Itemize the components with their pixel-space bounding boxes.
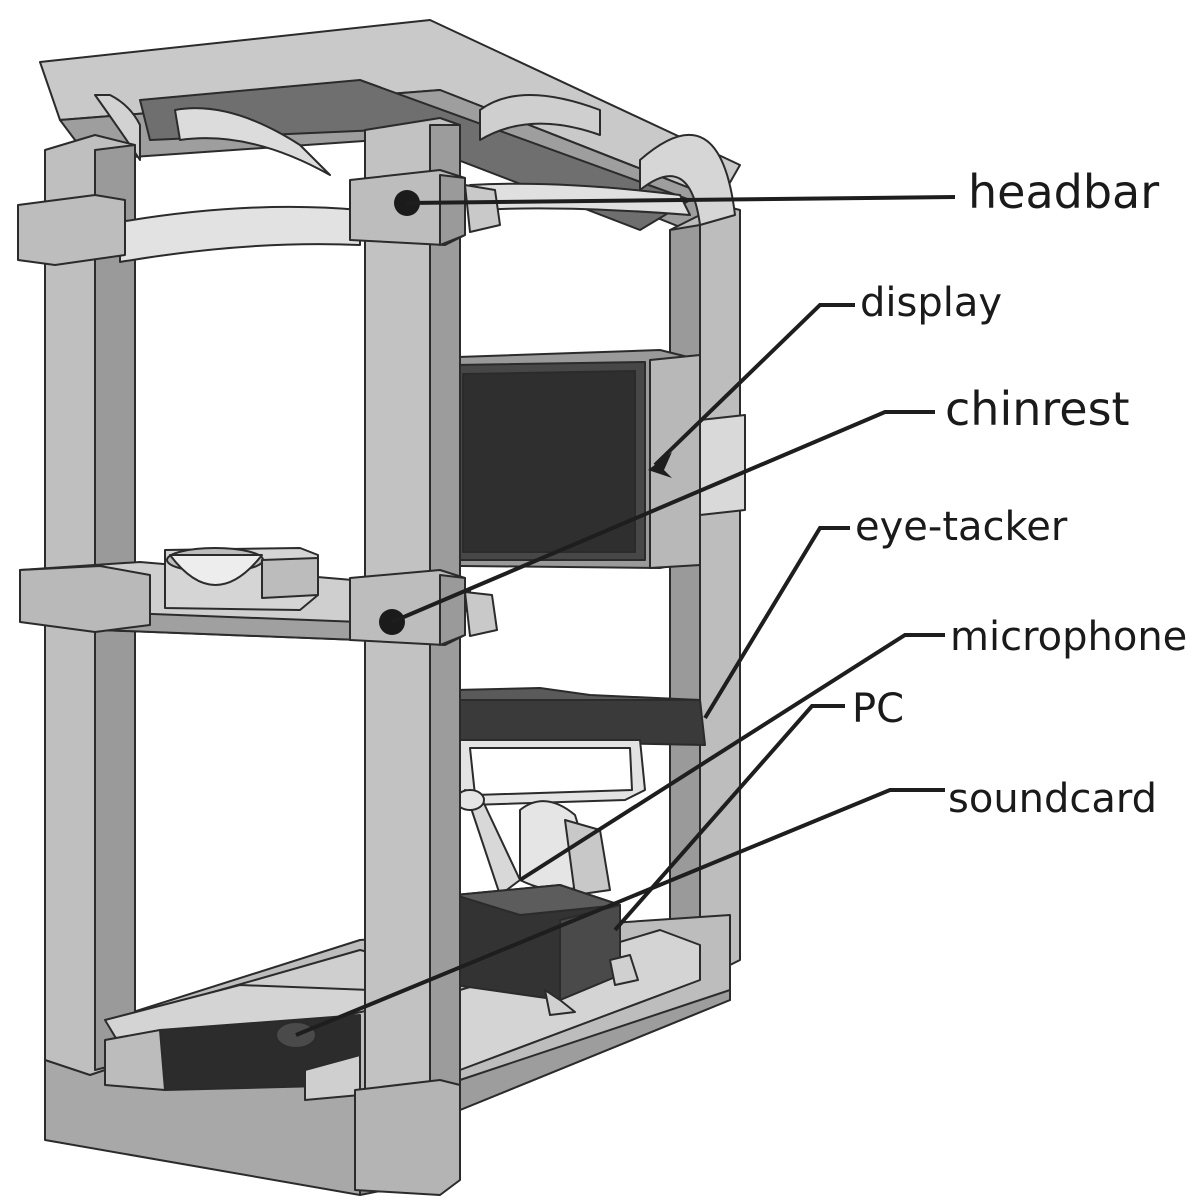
frame-base-corner <box>354 1079 461 1196</box>
leader-microphone <box>518 633 945 882</box>
label-microphone: microphone <box>950 614 1187 660</box>
soundcard-tray <box>104 984 371 1101</box>
label-display: display <box>860 280 1002 326</box>
leader-pc <box>613 704 845 932</box>
label-eye-tacker: eye-tacker <box>855 504 1068 550</box>
label-soundcard: soundcard <box>948 776 1157 822</box>
label-headbar: headbar <box>968 165 1159 219</box>
headbar-clamp <box>349 169 501 246</box>
label-chinrest: chinrest <box>945 382 1130 436</box>
leader-chinrest <box>391 410 935 624</box>
leader-display <box>653 303 855 467</box>
display-arrowhead <box>648 452 672 478</box>
frame-arch-left <box>94 94 141 161</box>
frame-arch-center <box>479 94 601 141</box>
leader-lines <box>295 195 956 1037</box>
leader-eye-tacker <box>703 526 850 720</box>
label-pc: PC <box>852 686 904 732</box>
leader-headbar <box>406 195 956 205</box>
leader-soundcard <box>295 788 945 1037</box>
headbar-clamp-left <box>17 194 126 266</box>
pc-unit <box>454 884 639 1016</box>
